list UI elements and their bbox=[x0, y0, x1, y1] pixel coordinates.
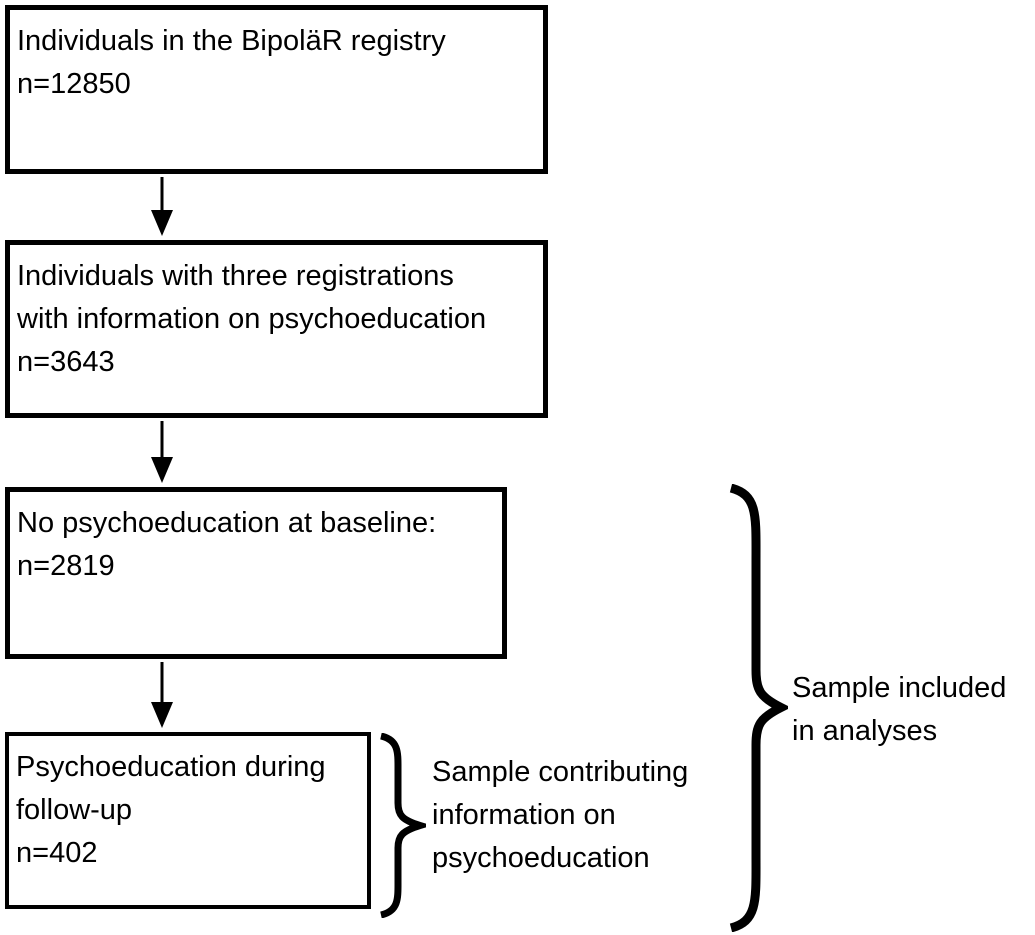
flow-box-registry: Individuals in the BipoläR registry n=12… bbox=[5, 5, 548, 174]
box-text-line: No psychoeducation at baseline: bbox=[17, 507, 437, 539]
box-text-line: Psychoeducation during bbox=[16, 751, 326, 783]
box-count: n=12850 bbox=[17, 68, 131, 100]
annotation-line: in analyses bbox=[792, 715, 938, 747]
curly-brace-included-icon bbox=[729, 484, 788, 932]
box-count: n=2819 bbox=[17, 550, 115, 582]
box-text-line: with information on psychoeducation bbox=[17, 303, 487, 335]
annotation-line: information on bbox=[432, 799, 616, 831]
annotation-sample-contributing: Sample contributing information on psych… bbox=[432, 751, 688, 880]
annotation-line: Sample included bbox=[792, 672, 1007, 704]
flow-box-no-psychoeducation-baseline: No psychoeducation at baseline: n=2819 bbox=[5, 487, 507, 659]
annotation-sample-included: Sample included in analyses bbox=[792, 667, 1006, 753]
annotation-line: Sample contributing bbox=[432, 756, 689, 788]
flow-box-three-registrations: Individuals with three registrations wit… bbox=[5, 240, 548, 418]
box-text-line: Individuals in the BipoläR registry bbox=[17, 25, 446, 57]
box-text-line: follow-up bbox=[16, 794, 133, 826]
annotation-line: psychoeducation bbox=[432, 842, 650, 874]
down-arrow-icon bbox=[151, 177, 173, 236]
down-arrow-icon bbox=[151, 421, 173, 483]
box-count: n=402 bbox=[16, 837, 98, 869]
box-text-line: Individuals with three registrations bbox=[17, 260, 454, 292]
box-count: n=3643 bbox=[17, 346, 115, 378]
flow-box-psychoeducation-followup: Psychoeducation during follow-up n=402 bbox=[5, 732, 371, 909]
curly-brace-contributing-icon bbox=[379, 733, 426, 918]
down-arrow-icon bbox=[151, 662, 173, 728]
